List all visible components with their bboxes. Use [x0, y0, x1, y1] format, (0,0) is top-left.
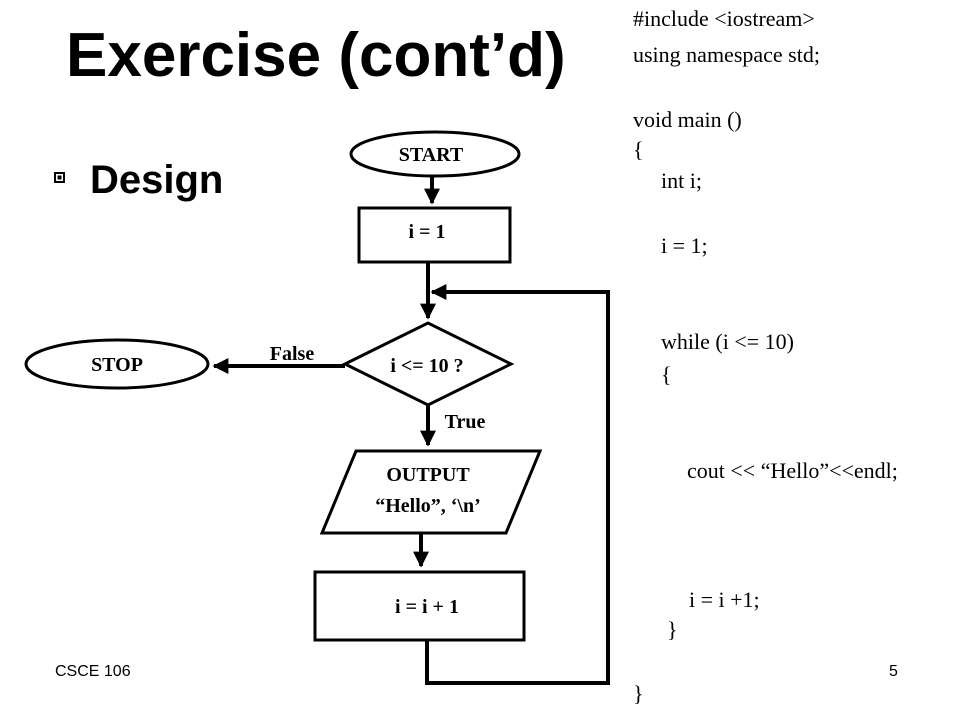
loop-back-line: [427, 284, 610, 685]
start-terminal: START: [349, 130, 521, 178]
condition-decision: i <= 10 ?: [341, 321, 515, 407]
code-line-increment: i = i +1;: [689, 587, 760, 612]
output-label-line1: OUTPUT: [386, 464, 470, 486]
increment-label: i = i + 1: [395, 596, 459, 618]
code-line-int-i: int i;: [661, 168, 702, 193]
code-line-while-close-brace: }: [667, 617, 678, 642]
stop-terminal: STOP: [24, 338, 210, 390]
bullet-design: Design: [90, 158, 224, 202]
output-label-line2: “Hello”, ‘\n’: [375, 495, 481, 517]
false-label: False: [270, 343, 315, 365]
code-line-while: while (i <= 10): [661, 329, 794, 354]
page-number: 5: [889, 663, 898, 680]
square-bullet-icon: [52, 170, 68, 186]
code-line-while-open-brace: {: [661, 362, 672, 387]
condition-label: i <= 10 ?: [390, 355, 463, 377]
increment-process-box: i = i + 1: [313, 570, 526, 642]
footer-course: CSCE 106: [55, 663, 131, 680]
true-label: True: [445, 411, 486, 433]
code-line-cout: cout << “Hello”<<endl;: [687, 458, 898, 483]
start-label: START: [399, 144, 464, 166]
stop-label: STOP: [91, 354, 143, 376]
code-line-open-brace: {: [633, 137, 644, 162]
init-label: i = 1: [409, 221, 446, 243]
code-line-close-brace: }: [633, 681, 644, 706]
code-line-include: #include <iostream>: [633, 6, 815, 31]
code-line-assign: i = 1;: [661, 233, 708, 258]
code-line-namespace: using namespace std;: [633, 42, 820, 67]
slide-title: Exercise (cont’d): [66, 21, 566, 90]
code-line-main: void main (): [633, 107, 742, 132]
init-process-box: i = 1: [357, 206, 512, 264]
output-io-box: OUTPUT “Hello”, ‘\n’: [319, 449, 543, 535]
